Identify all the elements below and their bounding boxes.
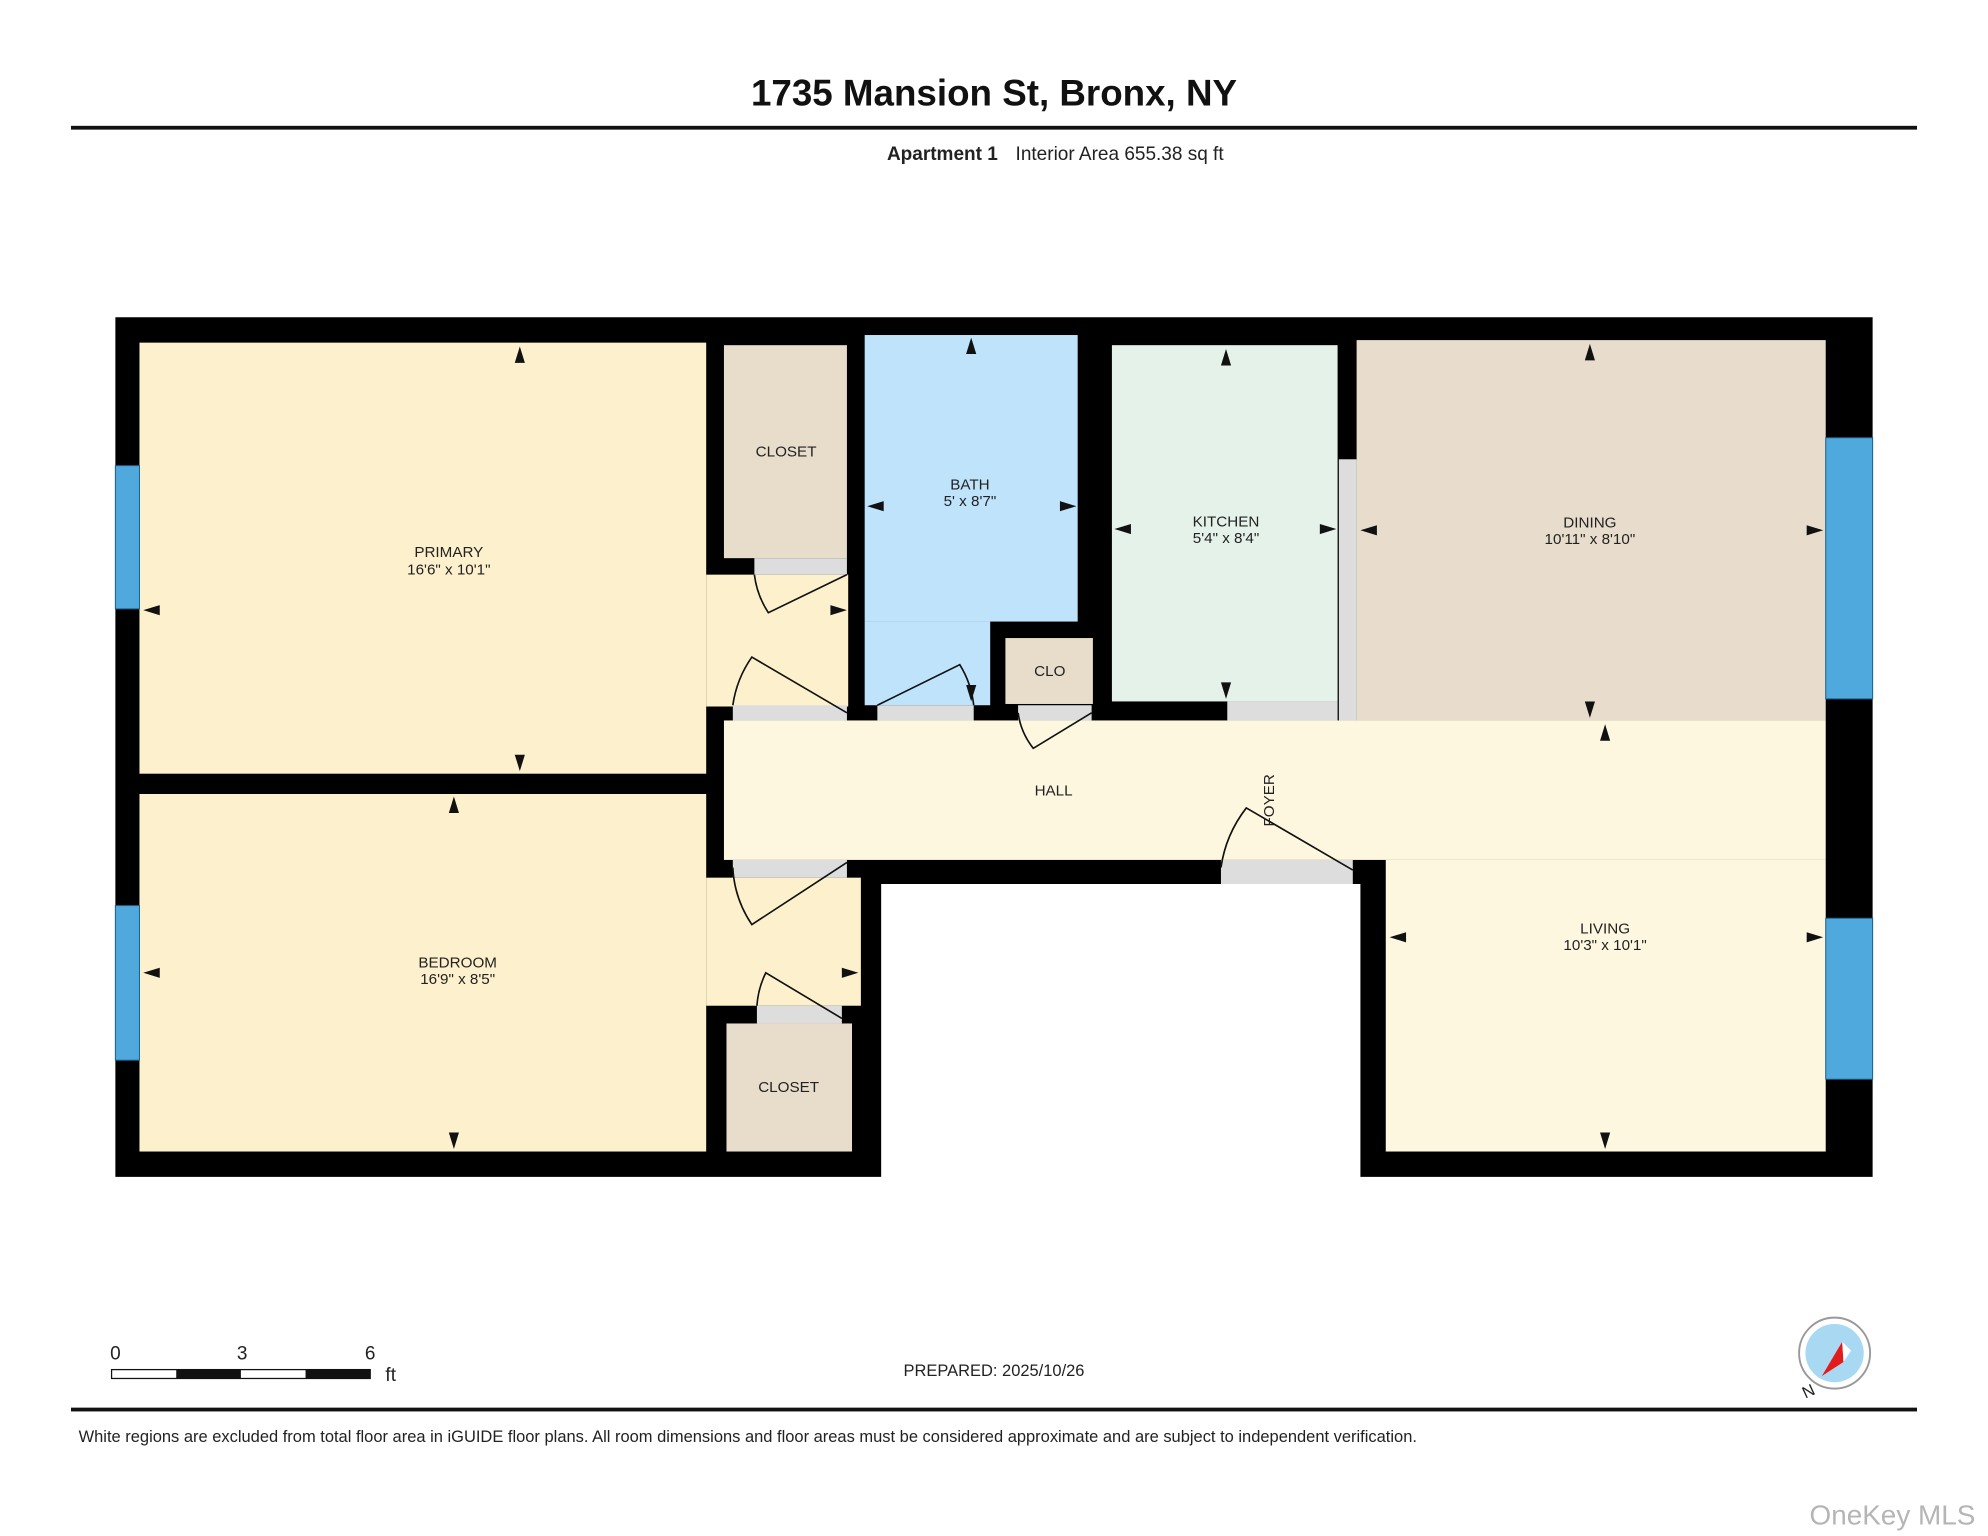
window-living <box>1825 917 1874 1080</box>
dining-dims: 10'11" x 8'10" <box>1545 531 1636 548</box>
primary-label: PRIMARY <box>414 544 483 561</box>
dining-label: DINING <box>1563 515 1616 532</box>
living-label: LIVING <box>1580 920 1630 937</box>
bath-dims: 5' x 8'7" <box>944 493 997 510</box>
page-title: 1735 Mansion St, Bronx, NY <box>751 73 1237 114</box>
primary-dims: 16'6" x 10'1" <box>407 562 490 579</box>
dining-opening <box>1338 459 1357 721</box>
closet-primary-label: CLOSET <box>756 444 817 461</box>
foyer-label: FOYER <box>1261 774 1278 826</box>
watermark: OneKey MLS <box>1810 1499 1976 1530</box>
room-bedroom <box>139 793 861 1152</box>
room-closet-bedroom <box>726 1023 852 1152</box>
window-dining <box>1825 437 1874 700</box>
windows <box>114 437 1874 1080</box>
kitchen-label: KITCHEN <box>1193 513 1260 530</box>
window-primary <box>114 465 140 610</box>
scale-tick-6: 6 <box>365 1343 376 1364</box>
scale-tick-0: 0 <box>110 1343 121 1364</box>
prepared-date: PREPARED: 2025/10/26 <box>904 1362 1085 1380</box>
bath-label: BATH <box>950 477 989 494</box>
header-divider <box>71 125 1917 130</box>
scale-tick-3: 3 <box>237 1343 248 1364</box>
compass-icon: N <box>1798 1316 1872 1402</box>
kitchen-dims: 5'4" x 8'4" <box>1193 530 1259 547</box>
footer-divider <box>71 1407 1917 1412</box>
clo-label: CLO <box>1034 663 1065 680</box>
room-clo <box>1005 638 1093 704</box>
bedroom-dims: 16'9" x 8'5" <box>420 971 495 988</box>
scale-unit: ft <box>385 1365 396 1386</box>
disclaimer: White regions are excluded from total fl… <box>79 1428 1417 1446</box>
living-dims: 10'3" x 10'1" <box>1563 937 1646 954</box>
closet-bedroom-label: CLOSET <box>758 1079 819 1096</box>
room-living <box>1385 859 1826 1152</box>
room-hall <box>723 720 1826 860</box>
room-dining <box>1356 340 1826 721</box>
interior-area: Interior Area 655.38 sq ft <box>1016 144 1225 165</box>
doors <box>731 558 1354 1024</box>
hall-label: HALL <box>1035 782 1073 799</box>
room-closet-primary <box>723 345 847 559</box>
unit-label: Apartment 1 <box>887 144 998 165</box>
window-bedroom <box>114 905 140 1061</box>
compass-north-label: N <box>1800 1381 1818 1402</box>
room-primary <box>139 342 849 774</box>
room-kitchen <box>1111 345 1338 702</box>
scale-bar: 0 3 6 ft <box>110 1343 397 1386</box>
bedroom-label: BEDROOM <box>418 955 497 972</box>
dimension-arrows <box>143 337 1824 1149</box>
